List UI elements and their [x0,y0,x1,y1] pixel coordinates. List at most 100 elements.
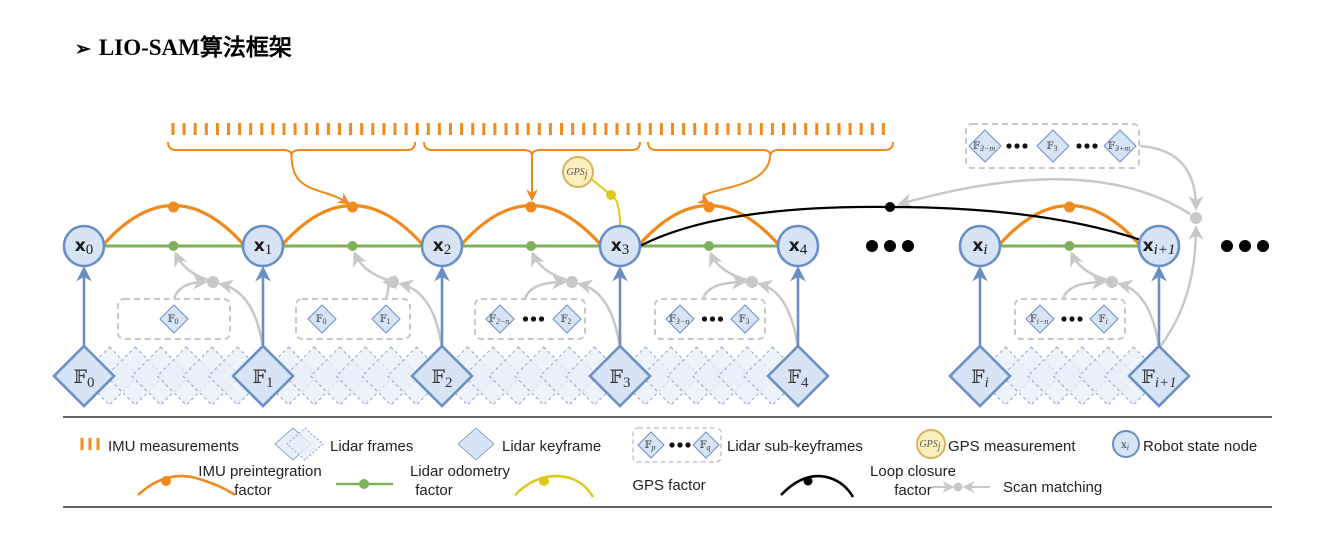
lidar-keyframe: 𝔽2 [410,344,474,408]
robot-state-label: x1 [254,236,272,258]
scan-matching-arrow [757,279,800,349]
robot-state-label: x4 [789,236,808,258]
robot-state-node: x1 [241,224,285,268]
imu-preintegration-dot [703,201,715,213]
scan-matching-arrow [1117,279,1161,349]
ellipsis-dot [1092,143,1098,149]
scan-matching-arrow [897,178,1191,216]
robot-state-node: x3 [598,224,642,268]
sub-keyframe-label: 𝔽3−m [973,141,996,153]
lidar-odometry-dot [168,241,179,251]
ellipsis-icon [1006,143,1028,149]
scan-matching-arrow [523,274,567,300]
lidar-keyframe: 𝔽3 [588,344,652,408]
sub-keyframe-diamond [371,304,401,334]
lidar-odometry-dot [347,241,358,251]
keyframe-label: 𝔽0 [74,366,95,391]
scan-matching-arrow [577,279,622,349]
gps-circle [562,156,594,188]
scan-matching-icon [932,481,990,493]
lidar-keyframe: 𝔽4 [766,344,830,408]
sub-keyframe: 𝔽1 [371,304,401,334]
ellipsis-dot [1069,316,1075,322]
sub-keyframe-diamond [692,431,720,459]
lidar-keyframe-diamond [52,344,116,408]
sub-keyframe-label: 𝔽3 [738,314,749,326]
gps-measurement-icon: GPSj [916,429,946,459]
ellipsis-dot [1022,143,1028,149]
legend-label-robot-state-node: Robot state node [1143,438,1257,455]
sub-keyframe-box [632,427,722,463]
ellipsis-icon [522,316,545,322]
sub-keyframe: 𝔽i−n [1025,304,1055,334]
legend-label-loop-closure-line2: factor [894,482,932,499]
lidar-frame-dashed [286,427,324,461]
loop-closure-factor-icon [780,474,855,498]
sub-keyframe-label: 𝔽2 [560,314,571,326]
lidar-odometry-dot [1064,241,1075,251]
gps-factor-dot [539,476,549,486]
sub-keyframe: 𝔽3−n [665,304,695,334]
sub-keyframe-diamond [1036,129,1070,163]
imu-preintegration-factor-icon [137,474,236,497]
sub-keyframe-label: 𝔽i [1098,314,1107,326]
sub-keyframe-box [1014,298,1126,340]
sub-keyframe-label: 𝔽3−n [669,314,690,326]
keyframe-label: 𝔽i+1 [1141,366,1176,391]
robot-state-circle [241,224,285,268]
ellipsis-dot [522,316,529,322]
loop-closure-dot [803,476,813,486]
lidar-keyframe-diamond [231,344,295,408]
ellipsis-dot [902,240,914,252]
gps-factor-icon [514,474,595,498]
lidar-keyframe-diamond [1127,344,1191,408]
sub-keyframe: 𝔽2 [552,304,582,334]
loop-window-box [965,123,1140,169]
robot-state-label: xi [972,236,987,258]
scan-matching-dot [746,276,758,288]
gps-circle [916,429,946,459]
keyframe-label: 𝔽2 [432,366,453,391]
scan-matching-dot [566,276,578,288]
sub-keyframe-diamond [552,304,582,334]
robot-state-circle [598,224,642,268]
scan-matching-arrow [1070,251,1108,282]
scan-matching-arrow [1139,144,1204,211]
lidar-frames-icon [274,427,324,461]
legend-label-lidar-sub-keyframes: Lidar sub-keyframes [727,438,863,455]
sub-keyframe-label: 𝔽0 [315,314,326,326]
sub-keyframe-diamond [1089,304,1119,334]
scan-matching-arrow [218,279,265,349]
factor-edges [102,177,1142,251]
lidar-keyframe: 𝔽i [948,344,1012,408]
sub-keyframe-label: 𝔽3+m [1108,141,1131,153]
lidar-keyframe: 𝔽1 [231,344,295,408]
robot-state-node: x2 [420,224,464,268]
sub-keyframe-diamond [665,304,695,334]
lidar-odometry-dot [704,241,714,251]
title-text: LIO-SAM算法框架 [98,35,292,60]
slide-title: ➢LIO-SAM算法框架 [75,28,292,62]
sub-keyframe: 𝔽i [1089,304,1119,334]
ellipsis-dot [1061,316,1067,322]
sub-keyframe-diamond [637,431,665,459]
ellipsis-dot [685,442,691,448]
imu-brace [647,141,894,157]
scan-matching-arrow [531,251,568,282]
sub-keyframe: 𝔽3 [1036,129,1070,163]
sub-keyframe-box [654,298,766,340]
imu-brace [423,141,641,157]
loop-closure-dot [885,202,895,212]
ellipsis-icon [1076,143,1098,149]
robot-state-label: x0 [75,236,93,258]
lidar-keyframe-diamond [410,344,474,408]
keyframe-label: 𝔽4 [788,366,810,391]
ellipsis-dot [1239,240,1251,252]
scan-matching-arrow [709,251,748,282]
lidar-keyframe-diamond [588,344,652,408]
lidar-keyframe-diamond [766,344,830,408]
